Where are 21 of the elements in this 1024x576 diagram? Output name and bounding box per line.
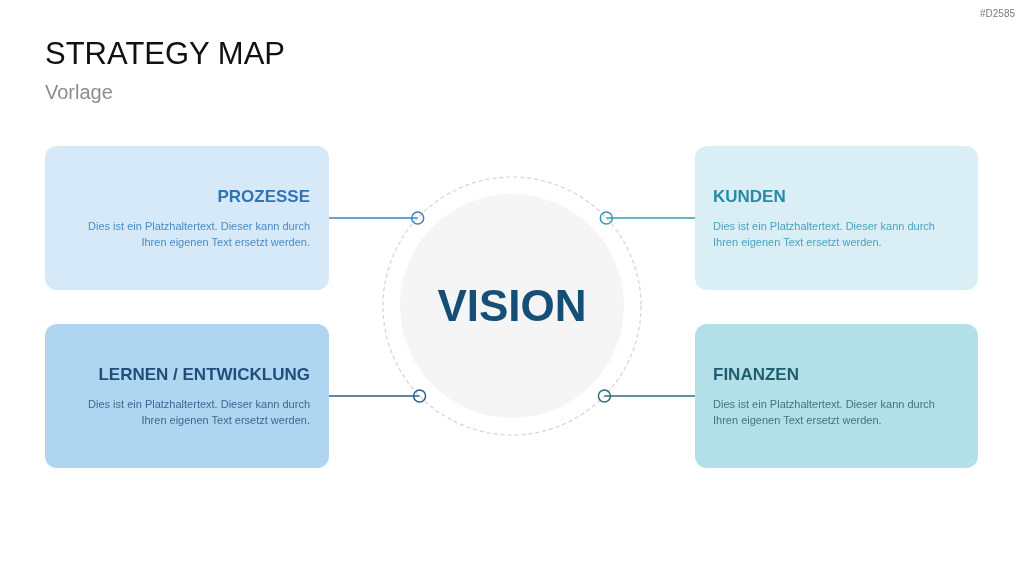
connector-line	[597, 389, 696, 403]
perspective-card	[45, 324, 329, 468]
document-id: #D2585	[979, 7, 1015, 21]
card-heading: LERNEN / ENTWICKLUNG	[97, 364, 310, 386]
card-text: Dies ist ein Platzhaltertext. Dieser kann durch Ihren eigenen Text ersetzt werden.	[713, 397, 936, 428]
vision-title: VISION	[437, 281, 587, 331]
connector-line	[328, 211, 425, 225]
card-text: Dies ist ein Platzhaltertext. Dieser kann durch Ihren eigenen Text ersetzt werden.	[713, 219, 936, 250]
card-text: Dies ist ein Platzhaltertext. Dieser kann durch Ihren eigenen Text ersetzt werden.	[87, 397, 310, 428]
card-heading: KUNDEN	[713, 186, 787, 208]
perspective-card	[45, 146, 329, 290]
card-heading: PROZESSE	[216, 186, 310, 208]
connector-line	[599, 211, 696, 225]
card-text: Dies ist ein Platzhaltertext. Dieser kann durch Ihren eigenen Text ersetzt werden.	[87, 219, 310, 250]
connector-line	[328, 389, 427, 403]
vision-circle	[382, 176, 642, 436]
subtitle: Vorlage	[45, 80, 113, 104]
card-heading: FINANZEN	[713, 364, 800, 386]
perspective-card	[695, 146, 978, 290]
title: STRATEGY MAP	[45, 36, 285, 72]
perspective-card	[695, 324, 978, 468]
